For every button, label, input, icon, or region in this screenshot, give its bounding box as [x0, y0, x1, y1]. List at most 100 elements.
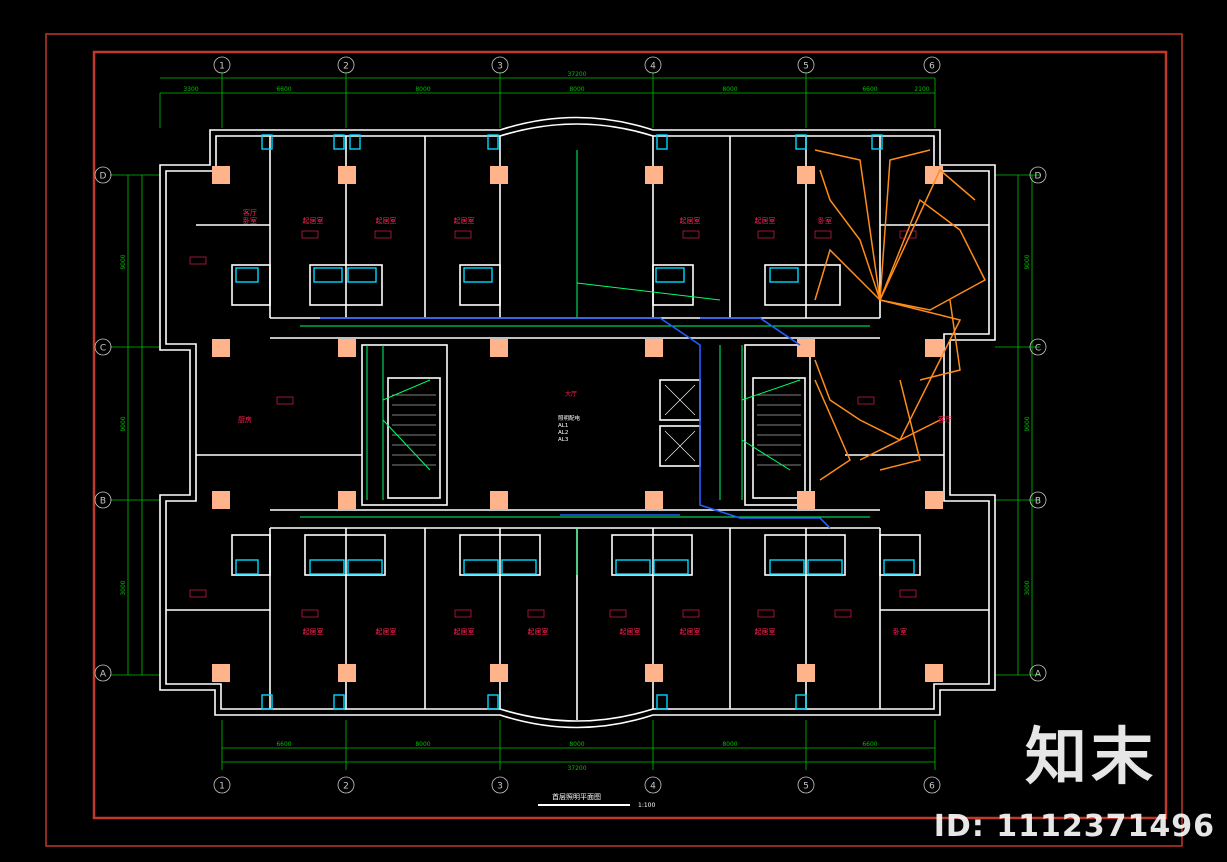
- bottom-dimensions: [221, 720, 936, 770]
- room-name-bottom: 起居室: [755, 627, 776, 636]
- grid-bubble-col: [337, 56, 355, 74]
- grid-bubble-col: [644, 56, 662, 74]
- side-dimension: 3000: [1024, 580, 1031, 595]
- room-name-side: 客厅: [938, 415, 952, 424]
- room-name-top: 起居室: [303, 216, 324, 225]
- room-name-top: 起居室: [680, 216, 701, 225]
- grid-bubble-col: [797, 56, 815, 74]
- grid-bubble-row: [1029, 166, 1047, 184]
- center-note-line: AL2: [558, 430, 568, 436]
- center-note-line: AL1: [558, 423, 568, 429]
- room-name-bottom: 起居室: [680, 627, 701, 636]
- grid-label-row: C: [100, 344, 106, 354]
- bay-dimension: 2100: [914, 86, 929, 93]
- power-circuits: [320, 317, 831, 529]
- watermark-brand: 知末: [1024, 720, 1157, 793]
- room-name-top: 起居室: [755, 216, 776, 225]
- room-name-bottom: 起居室: [376, 627, 397, 636]
- grid-bubble-row: [94, 166, 112, 184]
- overall-dimension-top: 37200: [567, 71, 586, 78]
- stair-treads: [392, 384, 801, 466]
- grid-bubble-col: [337, 776, 355, 794]
- grid-bubble-col: [923, 56, 941, 74]
- grid-bubble-col: [923, 776, 941, 794]
- room-labels: [189, 230, 917, 618]
- grid-bubble-col: [213, 56, 231, 74]
- bay-dimension: 6600: [276, 86, 291, 93]
- grid-label-row: A: [100, 670, 107, 680]
- center-note-line: 照明配电: [558, 414, 581, 422]
- overall-dimension-bottom: 37200: [567, 765, 586, 772]
- room-name-bottom: 起居室: [303, 627, 324, 636]
- room-name-side: 厨房: [238, 415, 252, 424]
- side-dimension: 9000: [120, 254, 127, 269]
- bay-dimension: 3300: [183, 86, 198, 93]
- grid-label-col: 3: [497, 782, 503, 792]
- grid-label-row: C: [1035, 344, 1041, 354]
- bay-dimension: 6600: [862, 86, 877, 93]
- room-name-top: 卧室: [243, 216, 257, 225]
- grid-bubble-row: [94, 664, 112, 682]
- grid-label-col: 4: [650, 782, 656, 792]
- top-dimensions: [159, 72, 936, 128]
- bay-dimension: 8000: [569, 86, 584, 93]
- room-name-top: 起居室: [454, 216, 475, 225]
- grid-label-col: 3: [497, 62, 503, 72]
- grid-label-col: 5: [803, 62, 809, 72]
- grid-label-col: 6: [929, 62, 935, 72]
- room-name-bottom: 起居室: [528, 627, 549, 636]
- grid-bubble-row: [94, 491, 112, 509]
- grid-label-row: B: [100, 497, 106, 507]
- grid-bubble-row: [1029, 664, 1047, 682]
- grid-bubble-col: [797, 776, 815, 794]
- bottom-dimension: 8000: [722, 741, 737, 748]
- lighting-circuits: [300, 150, 870, 575]
- grid-bubble-col: [491, 56, 509, 74]
- grid-label-col: 6: [929, 782, 935, 792]
- grid-label-col: 2: [343, 782, 349, 792]
- grid-bubble-col: [213, 776, 231, 794]
- distribution-wiring: [814, 149, 986, 481]
- structural-columns: [212, 166, 943, 682]
- center-hall-label: 大厅: [565, 390, 577, 398]
- grid-bubble-row: [1029, 338, 1047, 356]
- watermark-id: ID: 1112371496: [933, 809, 1215, 844]
- room-name-top: 卧室: [818, 216, 832, 225]
- bottom-dimension: 6600: [276, 741, 291, 748]
- grid-bubble-col: [491, 776, 509, 794]
- grid-label-col: 2: [343, 62, 349, 72]
- room-name-side: 客厅: [243, 208, 257, 217]
- grid-label-row: D: [100, 172, 107, 182]
- grid-label-col: 5: [803, 782, 809, 792]
- outer-frame: [45, 33, 1183, 847]
- grid-label-col: 1: [219, 62, 225, 72]
- bottom-dimension: 6600: [862, 741, 877, 748]
- drawing-title: 首层照明平面图: [552, 792, 601, 801]
- grid-label-row: D: [1035, 172, 1042, 182]
- grid-bubble-col: [644, 776, 662, 794]
- bottom-dimension: 8000: [415, 741, 430, 748]
- inner-frame: [92, 50, 1168, 820]
- room-name-top: 起居室: [376, 216, 397, 225]
- side-dimension: 9000: [120, 416, 127, 431]
- grid-bubble-row: [1029, 491, 1047, 509]
- grid-label-row: B: [1035, 497, 1041, 507]
- room-name-side: 卧室: [893, 627, 907, 636]
- room-name-bottom: 起居室: [620, 627, 641, 636]
- drawing-scale: 1:100: [638, 802, 655, 809]
- room-name-layer: 卧室起居室起居室起居室起居室起居室卧室起居室起居室起居室起居室起居室起居室起居室…: [238, 208, 952, 636]
- center-note-line: AL3: [558, 437, 569, 443]
- side-dimension: 9000: [1024, 416, 1031, 431]
- room-name-bottom: 起居室: [454, 627, 475, 636]
- side-dimensions: [110, 174, 1040, 676]
- bay-dimension: 8000: [415, 86, 430, 93]
- bottom-dimension: 8000: [569, 741, 584, 748]
- grid-label-col: 1: [219, 782, 225, 792]
- grid-label-row: A: [1035, 670, 1042, 680]
- grid-label-col: 4: [650, 62, 656, 72]
- side-dimension: 9000: [1024, 254, 1031, 269]
- grid-bubble-row: [94, 338, 112, 356]
